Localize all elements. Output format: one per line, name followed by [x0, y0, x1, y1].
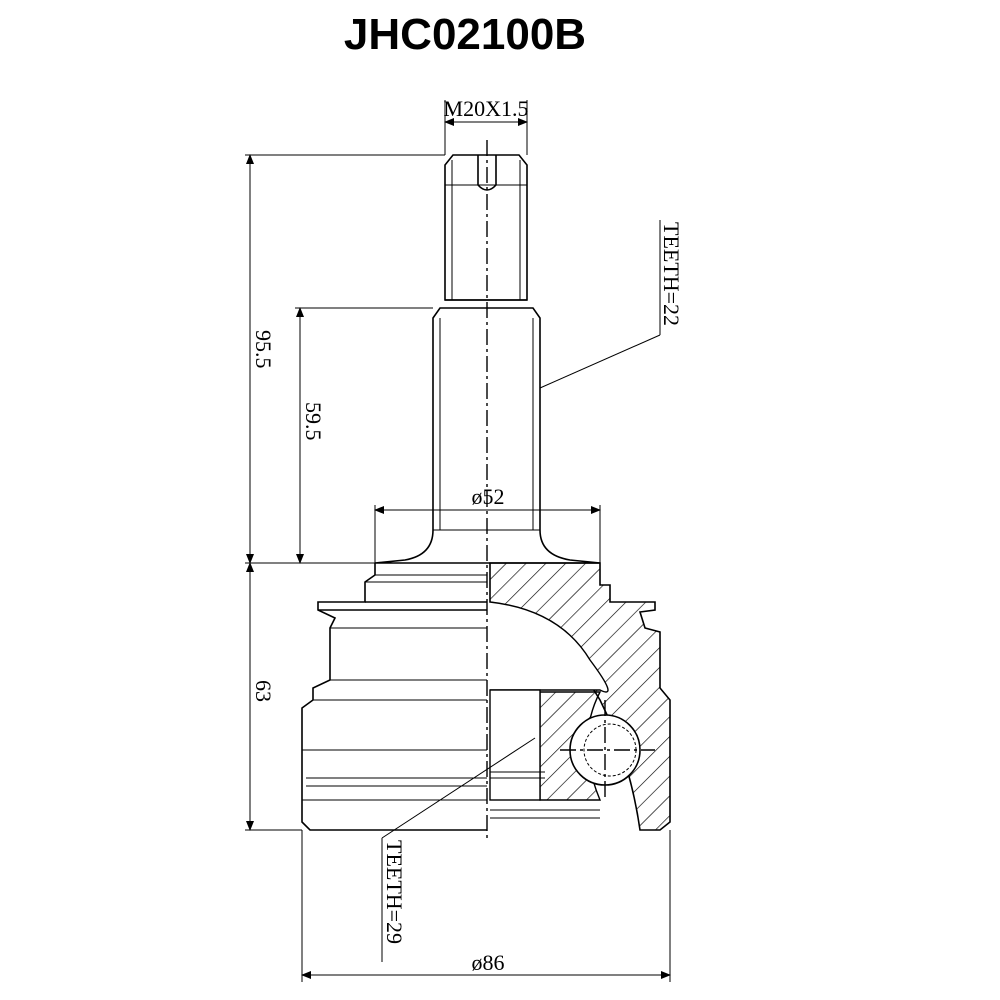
svg-text:ø86: ø86: [472, 950, 505, 975]
outer-housing: [301, 563, 487, 831]
svg-text:63: 63: [251, 680, 276, 702]
dim-thread: M20X1.5: [444, 96, 529, 155]
dim-seal-diameter: ø52: [374, 484, 601, 563]
svg-text:TEETH=22: TEETH=22: [659, 222, 684, 326]
svg-text:95.5: 95.5: [251, 330, 276, 369]
dim-teeth-inner: TEETH=29: [381, 737, 536, 962]
dim-teeth-outer: TEETH=22: [539, 220, 684, 389]
dim-shaft-length: 59.5: [295, 307, 433, 564]
svg-text:59.5: 59.5: [301, 402, 326, 441]
part-number-title: JHC02100B: [343, 10, 587, 59]
threaded-stub: [444, 154, 528, 301]
dim-body-length: 63: [245, 562, 375, 831]
svg-text:TEETH=29: TEETH=29: [382, 840, 407, 944]
housing-section: [489, 562, 671, 831]
svg-text:ø52: ø52: [472, 484, 505, 509]
dim-overall-length: 95.5: [245, 154, 445, 564]
dim-body-diameter: ø86: [301, 830, 671, 982]
splined-shaft: [374, 307, 601, 564]
svg-text:M20X1.5: M20X1.5: [444, 96, 529, 121]
